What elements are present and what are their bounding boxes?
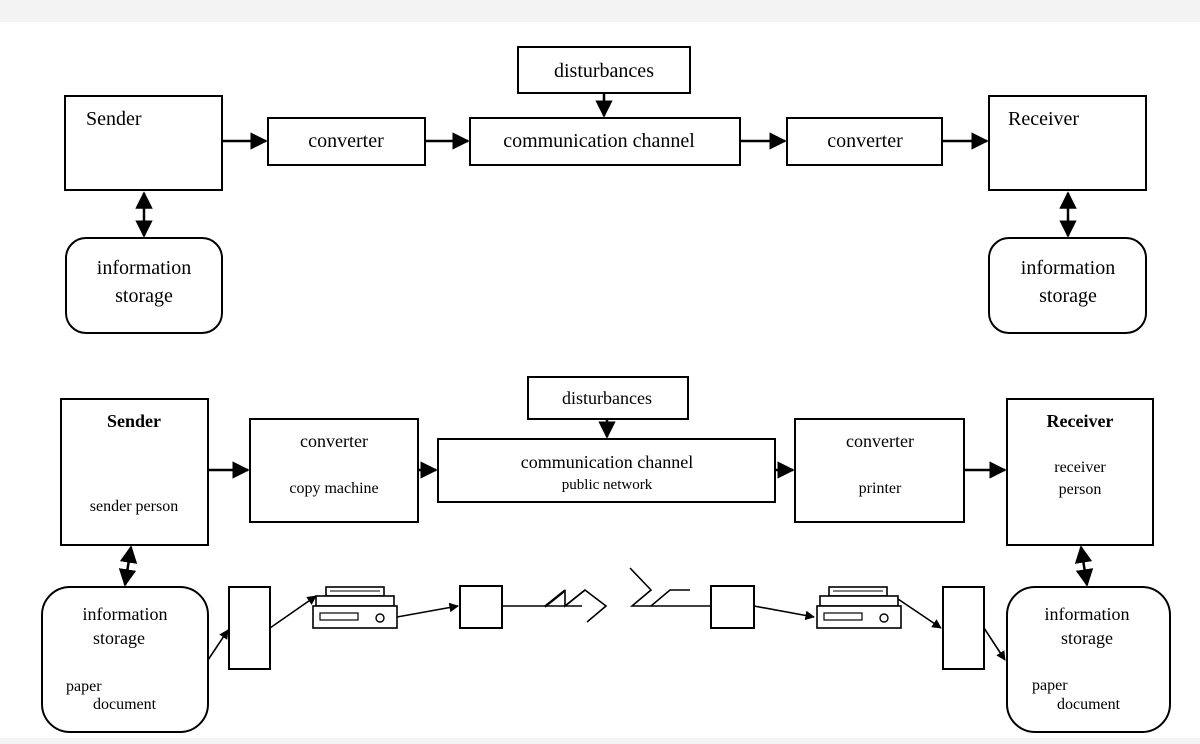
flow-arrow-box-printer <box>753 605 815 621</box>
bottom-storage-left-line2: storage <box>93 628 145 648</box>
bottom-storage-right-line2: storage <box>1061 628 1113 648</box>
top-storage-left-line1: information <box>97 257 191 279</box>
bottom-sender-box <box>60 398 209 546</box>
bottom-storage-left-doc2: document <box>93 696 157 713</box>
top-storage-right-box <box>988 237 1147 334</box>
bottom-converter-right-box <box>794 418 965 523</box>
flow-arrow-paper-storage <box>983 627 1006 661</box>
top-diagram: Sender converter disturbances communicat… <box>64 46 1147 334</box>
top-disturbances-label: disturbances <box>554 60 654 82</box>
copy-machine-icon <box>312 586 398 629</box>
paper-sheet-left <box>228 586 271 670</box>
bottom-receiver-sub-line2: person <box>1059 481 1102 498</box>
printer-icon <box>816 586 902 629</box>
top-receiver-box <box>988 95 1147 191</box>
top-converter-left-label: converter <box>308 130 384 152</box>
top-disturbances-box <box>517 46 691 94</box>
bottom-diagram: Sender sender person converter copy mach… <box>41 376 1171 733</box>
bottom-channel-sub: public network <box>562 477 653 493</box>
flow-arrow-copier-box <box>396 602 459 618</box>
top-channel-label: communication channel <box>503 130 695 152</box>
paper-sheet-right <box>942 586 985 670</box>
bottom-storage-right-doc2: document <box>1057 696 1121 713</box>
bottom-disturbances-label: disturbances <box>562 388 652 408</box>
bottom-converter-right-label: converter <box>846 431 914 451</box>
flow-arrow-storage-paper <box>207 629 229 661</box>
bottom-storage-left-line1: information <box>83 604 168 624</box>
bottom-storage-right-doc1: paper <box>1032 677 1068 694</box>
top-storage-left-line2: storage <box>115 285 173 307</box>
bottom-band <box>0 738 1200 744</box>
top-storage-left-box <box>65 237 223 334</box>
bottom-storage-right-box <box>1006 586 1171 733</box>
bottom-storage-right-line1: information <box>1045 604 1130 624</box>
bottom-converter-left-sub: copy machine <box>289 480 378 497</box>
top-converter-right-label: converter <box>827 130 903 152</box>
signal-box-left <box>459 585 503 629</box>
bottom-receiver-box <box>1006 398 1154 546</box>
bottom-sender-label: Sender <box>107 411 161 431</box>
flow-arrow-printer-paper <box>897 598 942 629</box>
bottom-arrow-sender-storage <box>118 545 138 587</box>
signal-box-right <box>710 585 755 629</box>
top-converter-right-box <box>786 117 943 166</box>
flow-arrow-paper-copier <box>269 595 317 629</box>
bottom-receiver-label: Receiver <box>1047 411 1114 431</box>
top-receiver-label: Receiver <box>1008 108 1079 130</box>
bottom-arrow-receiver-storage <box>1074 545 1094 587</box>
top-sender-label: Sender <box>86 108 142 130</box>
lightning-left-bolt <box>544 588 608 623</box>
bottom-converter-left-box <box>249 418 419 523</box>
top-sender-box <box>64 95 223 191</box>
lightning-right-bolt <box>629 567 690 607</box>
bottom-channel-box <box>437 438 776 503</box>
top-band <box>0 0 1200 22</box>
bottom-sender-sub: sender person <box>90 498 178 515</box>
top-storage-right-line1: information <box>1021 257 1115 279</box>
bottom-storage-left-doc1: paper <box>66 678 102 695</box>
top-storage-right-line2: storage <box>1039 285 1097 307</box>
lightning-signal-icon <box>502 589 586 607</box>
bottom-converter-left-label: converter <box>300 431 368 451</box>
bottom-channel-label: communication channel <box>521 452 693 472</box>
top-converter-left-box <box>267 117 426 166</box>
bottom-receiver-sub-line1: receiver <box>1054 459 1106 476</box>
bottom-converter-right-sub: printer <box>859 480 902 497</box>
